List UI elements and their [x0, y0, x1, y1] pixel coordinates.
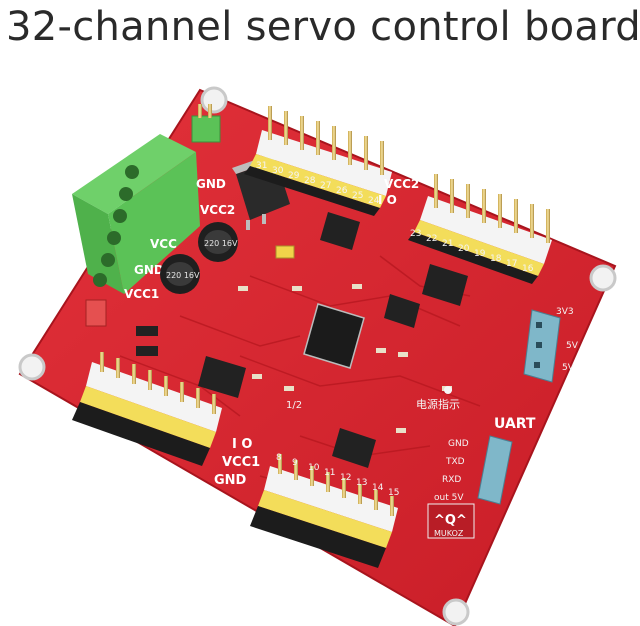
ic-left	[198, 356, 246, 398]
screw-terminal-block	[72, 134, 200, 294]
top-pin-number-31: 31	[256, 161, 267, 171]
ic-top	[320, 212, 360, 250]
header-top	[244, 106, 392, 216]
header-bottom	[250, 454, 398, 568]
right-pin-number-16: 16	[522, 264, 534, 274]
header-right	[408, 174, 552, 284]
diode-1	[136, 326, 158, 336]
voltage-select-jumper	[523, 309, 561, 383]
uart-label: UART	[494, 416, 536, 432]
top-pin-number-29: 29	[288, 171, 300, 181]
top-pin-number-24: 24	[368, 196, 380, 206]
io-label-bottom: I O	[232, 437, 252, 452]
bottom-pin-number-12: 12	[340, 473, 351, 483]
servo-board-photo: GND VCC2 VCC GND VCC1 220 16V 220 16V	[18, 86, 617, 626]
main-microcontroller	[303, 303, 365, 369]
bottom-pin-number-9: 9	[292, 458, 298, 468]
bottom-pin-number-8: 8	[276, 453, 282, 463]
io-label-top: I O	[378, 193, 397, 207]
uart-rxd-label: RXD	[442, 475, 461, 485]
top-pin-number-25: 25	[352, 191, 363, 201]
jumper-5v-label-1: 5V	[566, 341, 579, 351]
capacitor-1: 220 16V	[198, 222, 238, 262]
ic-small	[384, 294, 420, 328]
capacitor-2: 220 16V	[160, 254, 200, 294]
header-right-numbers: 23 22 21 20 19 18 17 16	[410, 229, 534, 274]
gnd-label-top: GND	[196, 177, 226, 191]
vcc1-label-bottom: VCC1	[222, 455, 260, 470]
vcc2-label-left: VCC2	[200, 203, 235, 217]
brand-text: MUKOZ	[434, 529, 464, 538]
brand-mark: ^Q^	[434, 513, 467, 528]
right-pin-number-21: 21	[442, 239, 453, 249]
diode-2	[136, 346, 158, 356]
vcc1-label-left: VCC1	[124, 287, 159, 301]
bottom-pin-number-11: 11	[324, 468, 335, 478]
ic-right	[422, 264, 468, 306]
jumper-3v3-label: 3V3	[556, 307, 574, 317]
capacitor-1-label: 220 16V	[204, 239, 238, 248]
tantalum-capacitor	[275, 245, 295, 259]
power-led	[444, 386, 452, 394]
uart-gnd-label: GND	[448, 439, 469, 449]
vcc2-label-top: VCC2	[384, 177, 419, 191]
right-pin-number-23: 23	[410, 229, 421, 239]
vcc-label-left: VCC	[150, 237, 177, 251]
red-jumper	[85, 299, 107, 327]
top-pin-number-27: 27	[320, 181, 331, 191]
small-green-connector	[191, 104, 221, 143]
header-left	[72, 352, 222, 466]
power-indicator-label: 电源指示	[416, 397, 460, 411]
uart-header	[477, 435, 513, 505]
gnd-label-top-right: GND	[392, 161, 422, 175]
ic-bottom	[332, 428, 376, 468]
gnd-label-bottom: GND	[214, 473, 247, 488]
top-pin-number-28: 28	[304, 176, 316, 186]
page-title: 32-channel servo control board	[6, 4, 640, 50]
capacitor-2-label: 220 16V	[166, 271, 200, 280]
bottom-pin-number-15: 15	[388, 488, 399, 498]
jumper-5v-label-2: 5V	[562, 363, 575, 373]
uart-out5v-label: out 5V	[434, 493, 464, 503]
bottom-pin-number-14: 14	[372, 483, 384, 493]
header-top-numbers: 31 30 29 28 27 26 25 24	[256, 161, 380, 206]
bottom-pin-number-10: 10	[308, 463, 320, 473]
top-pin-number-30: 30	[272, 166, 284, 176]
resistor-label: 1/2	[286, 400, 302, 411]
right-pin-number-17: 17	[506, 259, 517, 269]
right-pin-number-20: 20	[458, 244, 470, 254]
right-pin-number-18: 18	[490, 254, 502, 264]
right-pin-number-19: 19	[474, 249, 486, 259]
gnd-label-left: GND	[134, 263, 164, 277]
brand-logo: ^Q^ MUKOZ	[427, 503, 475, 539]
bottom-pin-number-13: 13	[356, 478, 367, 488]
top-pin-number-26: 26	[336, 186, 348, 196]
uart-txd-label: TXD	[445, 457, 465, 467]
right-pin-number-22: 22	[426, 234, 437, 244]
